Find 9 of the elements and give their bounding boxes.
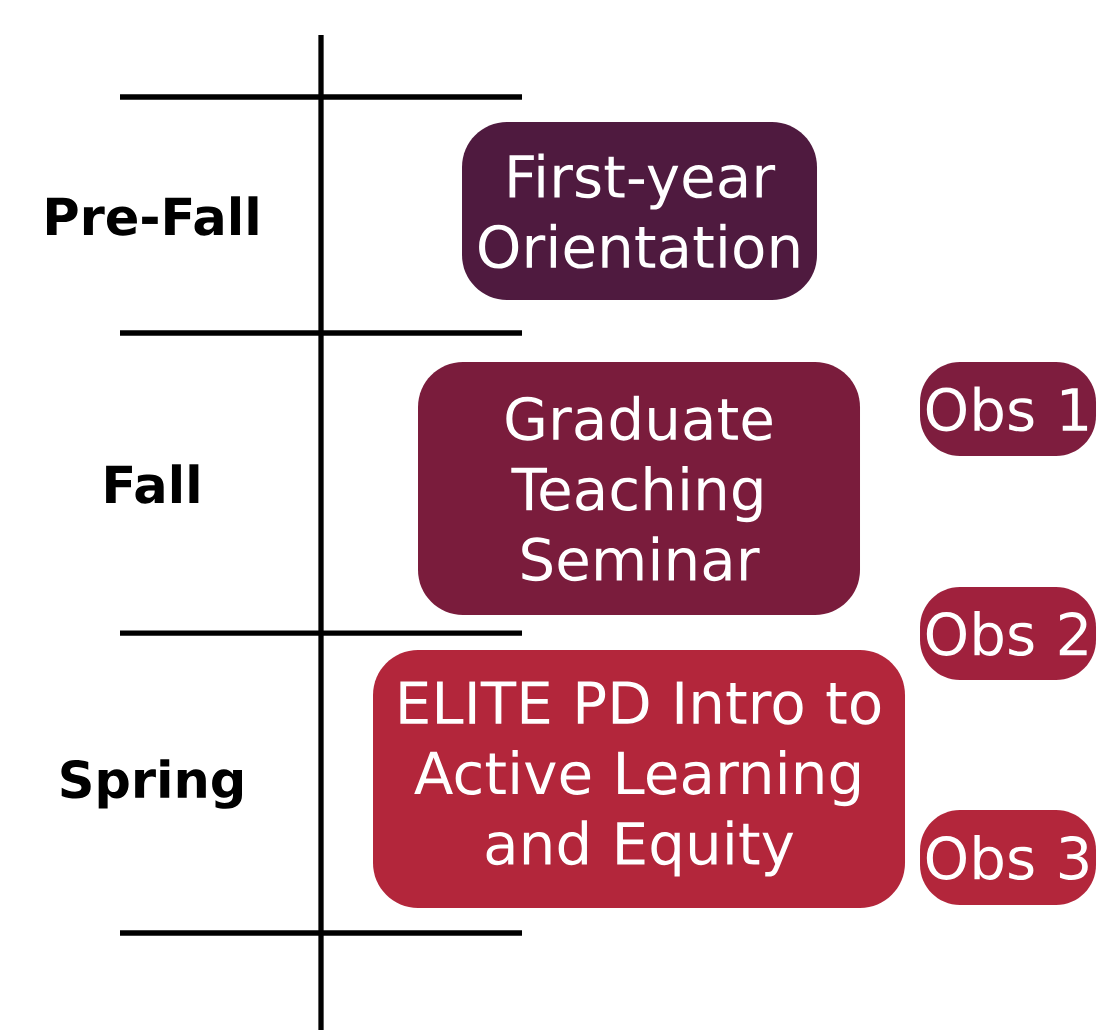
event-box: First-year Orientation	[462, 122, 817, 300]
event-pill: Obs 1	[920, 362, 1096, 456]
period-label: Fall	[106, 464, 199, 504]
event-box: ELITE PD Intro to Active Learning and Equity	[373, 650, 905, 908]
event-box: Graduate Teaching Seminar	[418, 362, 860, 615]
period-label: Spring	[61, 759, 242, 809]
event-pill: Obs 2	[920, 587, 1096, 680]
event-pill: Obs 3	[920, 810, 1096, 905]
period-label: Pre-Fall	[47, 196, 258, 236]
